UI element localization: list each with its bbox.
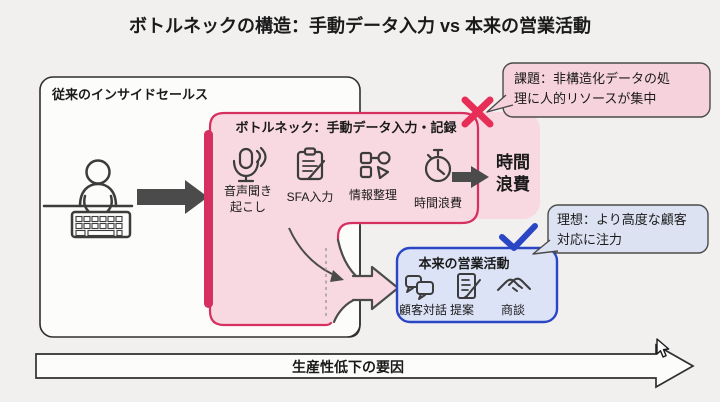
time-waste-arrow-icon [452,166,489,188]
bottleneck-left-bar [204,130,213,308]
page-title: ボトルネックの構造：手動データ入力 vs 本来の営業活動 [128,16,592,36]
clipboard-pencil-icon [296,147,326,181]
issue-callout-bubble [486,62,711,118]
x-mark-icon [461,96,494,128]
sales-item-label-proposal: 提案 [449,303,474,317]
sales-item-label-deal: 商談 [500,303,525,317]
chat-bubbles-icon [405,275,434,300]
ideal-callout-bubble [532,204,709,255]
bottleneck-item-label-sfa: SFA入力 [286,190,334,204]
curved-arrow-icon [288,227,344,282]
bottleneck-border [208,111,480,327]
microphone-icon [232,146,267,183]
sales-box-title: 本来の営業活動 [418,256,510,271]
check-mark-icon [499,223,538,251]
issue-callout-text: 課題：非構造化データの処 理に人的リソースが集中 [514,71,671,106]
person-typing-icon [42,159,134,239]
bottleneck-item-label-organize: 情報整理 [348,188,397,202]
bottleneck-item-label-voice: 音声聞き 起こし [223,184,272,214]
mouse-cursor [656,338,670,358]
stopwatch-icon [424,148,452,183]
bottleneck-box [210,113,478,325]
document-pencil-icon [457,273,481,299]
sales-item-label-chat: 顧客対話 [398,303,447,317]
bottleneck-header: ボトルネック：手動データ入力・記録 [235,120,457,135]
legacy-box-edge [347,225,361,338]
productivity-arrow-label: 生産性低下の要因 [292,359,404,375]
handshake-icon [497,277,531,292]
ideal-callout-text: 理想：より高度な顧客 対応に注力 [557,212,687,247]
time-waste-result: 時間 浪費 [496,153,530,194]
legacy-box-label: 従来のインサイドセールス [52,87,209,102]
organize-icon [359,151,391,180]
bottleneck-item-label-timewaste: 時間浪費 [413,196,462,210]
productivity-arrow [35,343,695,389]
flow-arrow-right-icon [137,180,208,214]
